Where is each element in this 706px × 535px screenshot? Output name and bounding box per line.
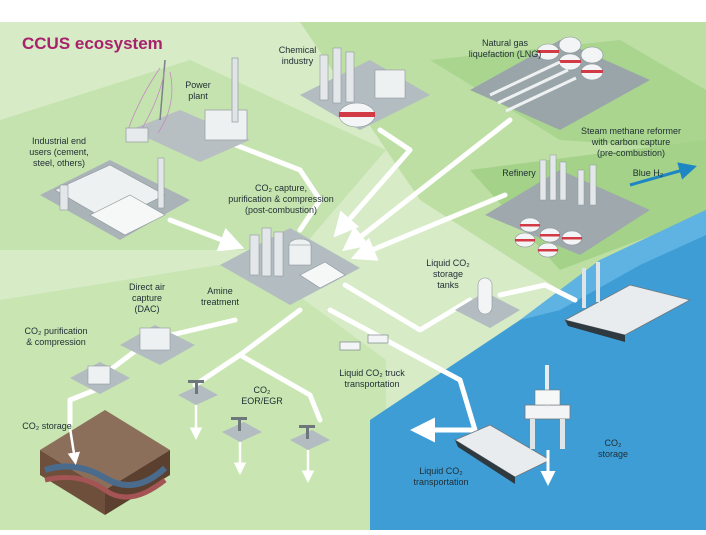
pipe-industrial bbox=[167, 217, 245, 252]
label-liquid-co2-truck: Liquid CO₂ truck transportation bbox=[339, 368, 405, 389]
pipe-eor-branch bbox=[237, 352, 323, 423]
pipe-chemical bbox=[333, 127, 413, 238]
pipe-lng bbox=[342, 117, 513, 252]
blue-h2-arrow bbox=[629, 162, 697, 187]
label-steam-methane-reformer: Steam methane reformer with carbon captu… bbox=[580, 126, 682, 158]
pipe-refinery bbox=[350, 192, 508, 261]
label-refinery: Refinery bbox=[502, 168, 536, 178]
pipe-to-ship bbox=[497, 282, 578, 303]
ship-near-port bbox=[563, 262, 692, 342]
label-co2-capture: CO₂ capture, purification & compression … bbox=[228, 183, 334, 215]
industrial-end-users bbox=[40, 157, 190, 240]
pipe-to-sea bbox=[327, 307, 478, 443]
label-amine-treatment: Amine treatment bbox=[200, 286, 240, 307]
trucks bbox=[339, 334, 389, 351]
lng-plant bbox=[470, 36, 650, 130]
pipe-to-tanks bbox=[342, 282, 473, 333]
diagram-title: CCUS ecosystem bbox=[22, 34, 163, 53]
label-liquid-co2-tanks: Liquid CO₂ storage tanks bbox=[426, 258, 470, 290]
injection-arrows bbox=[189, 405, 315, 483]
pumpjacks bbox=[178, 380, 330, 450]
label-liquid-co2-transportation: Liquid CO₂ transportation bbox=[413, 466, 469, 487]
chemical-industry bbox=[300, 47, 430, 130]
offshore-platform bbox=[524, 365, 571, 486]
shoreline-highlight bbox=[520, 210, 706, 320]
label-industrial-end-users: Industrial end users (cement, steel, oth… bbox=[29, 136, 89, 168]
label-direct-air-capture: Direct air capture (DAC) bbox=[128, 282, 165, 314]
pipelines bbox=[67, 117, 578, 443]
liquid-co2-tanks bbox=[455, 277, 520, 328]
pipe-power-plant bbox=[207, 132, 323, 233]
geological-storage bbox=[40, 410, 170, 515]
label-co2-purification: CO₂ purification & compression bbox=[24, 326, 88, 347]
label-lng: Natural gas liquefaction (LNG) bbox=[468, 38, 542, 59]
label-blue-h2: Blue H₂ bbox=[632, 168, 664, 178]
co2-capture-plant bbox=[220, 227, 360, 305]
power-plant bbox=[125, 57, 250, 162]
ship-transport bbox=[454, 424, 551, 484]
label-power-plant: Power plant bbox=[185, 80, 211, 101]
label-co2-storage-sea: CO₂ storage bbox=[597, 438, 629, 459]
direct-air-capture bbox=[120, 325, 195, 365]
co2-purification-unit bbox=[70, 362, 130, 394]
label-co2-storage-land: CO₂ storage bbox=[22, 421, 72, 431]
refinery bbox=[485, 154, 697, 258]
label-co2-eor-egr: CO₂ EOR/EGR bbox=[241, 385, 283, 406]
label-chemical-industry: Chemical industry bbox=[278, 45, 317, 66]
